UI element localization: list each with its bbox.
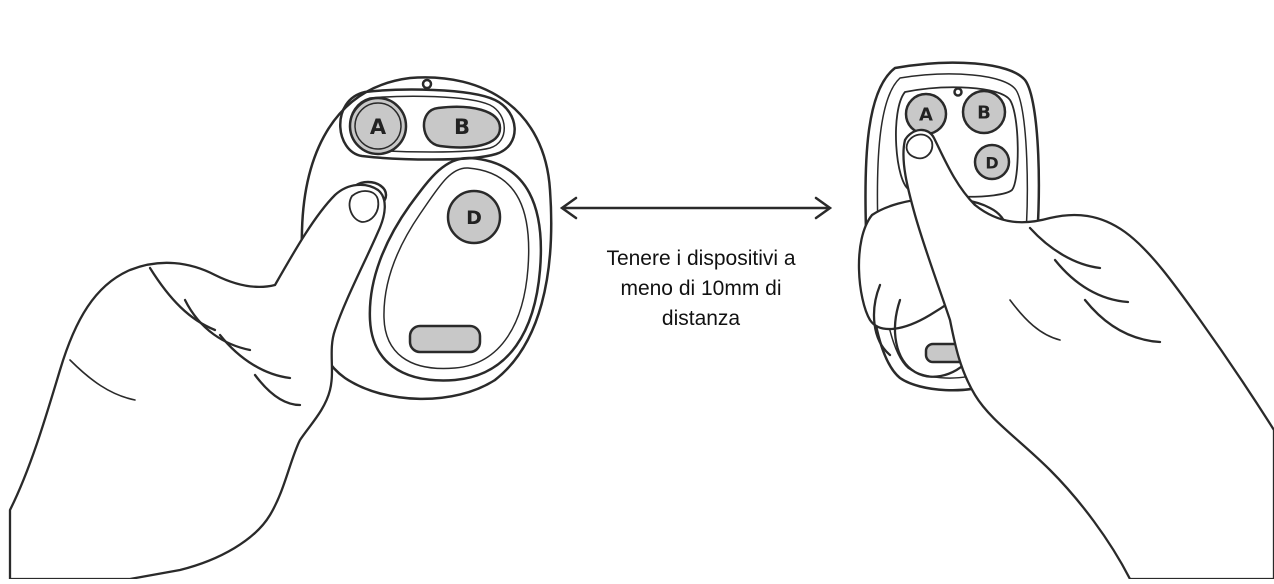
right-button-b-label: B bbox=[977, 103, 991, 124]
right-hand bbox=[859, 130, 1274, 579]
right-button-a: A bbox=[906, 94, 946, 134]
left-button-d: D bbox=[448, 191, 500, 243]
left-button-a: A bbox=[350, 98, 406, 154]
distance-caption: Tenere i dispositivi a meno di 10mm di d… bbox=[556, 244, 846, 334]
left-button-b-label: B bbox=[454, 115, 470, 139]
caption-line-1: Tenere i dispositivi a bbox=[556, 244, 846, 274]
left-button-d-label: D bbox=[466, 207, 482, 229]
left-hand bbox=[10, 185, 385, 579]
right-button-d-label: D bbox=[985, 154, 998, 173]
right-button-d: D bbox=[975, 145, 1009, 179]
left-remote-led bbox=[423, 80, 431, 88]
caption-line-3: distanza bbox=[556, 304, 846, 334]
left-remote-bottom-bar bbox=[410, 326, 480, 352]
right-button-a-label: A bbox=[919, 105, 933, 126]
right-button-b: B bbox=[963, 91, 1005, 133]
right-remote-led bbox=[955, 89, 962, 96]
caption-line-2: meno di 10mm di bbox=[556, 274, 846, 304]
left-button-a-label: A bbox=[370, 115, 387, 139]
distance-arrow bbox=[562, 198, 830, 218]
left-button-b: B bbox=[424, 107, 500, 148]
